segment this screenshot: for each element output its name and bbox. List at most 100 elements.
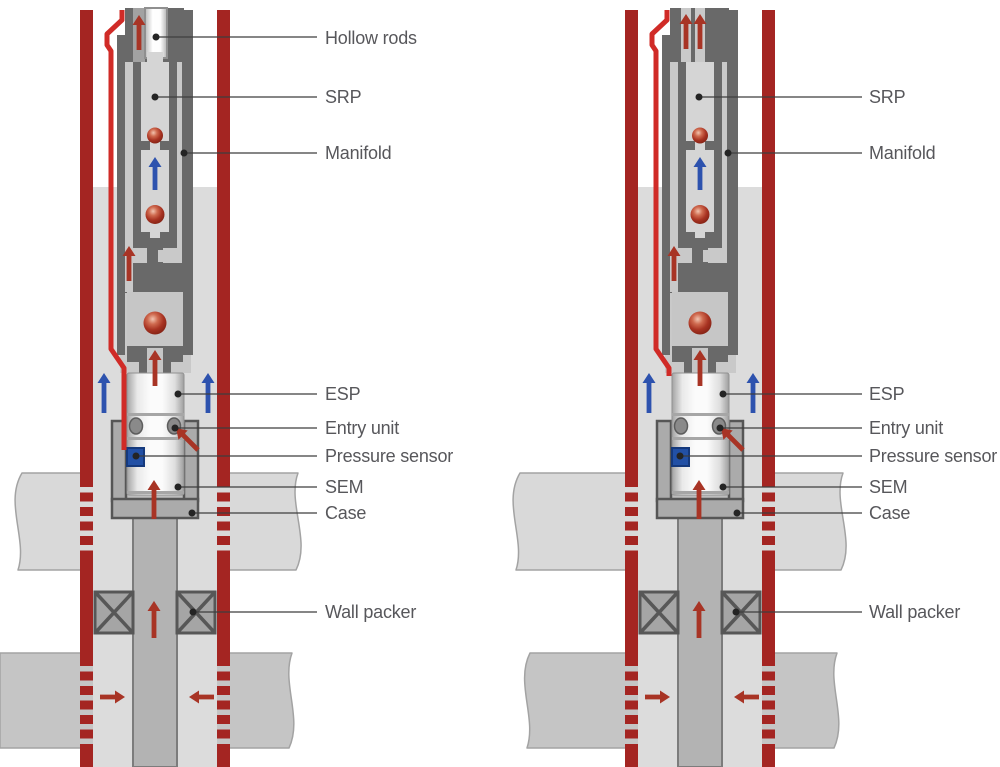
flow-arrow-up	[147, 480, 161, 519]
flow-arrow-up-blue	[642, 373, 656, 413]
flow-arrow-up-blue	[97, 373, 111, 413]
flow-arrow-entry	[176, 428, 200, 452]
leader-dot	[695, 93, 703, 101]
casing-string	[625, 746, 638, 767]
flow-arrow-inflow	[189, 690, 214, 704]
leader-dot	[719, 390, 727, 398]
casing-string	[762, 556, 775, 657]
esp-divider	[672, 413, 729, 416]
leader-dot	[732, 608, 740, 616]
label-manifold: Manifold	[325, 143, 392, 163]
ball-valve	[147, 127, 163, 144]
intake-port	[673, 417, 689, 435]
flow-arrow-up	[692, 601, 706, 638]
flow-arrow-inflow	[100, 690, 125, 704]
label-sem: SEM	[869, 477, 908, 497]
leader-dot	[174, 483, 182, 491]
casing-string	[625, 10, 638, 478]
crossover-channel	[158, 250, 182, 262]
flow-arrow-up-blue	[693, 157, 707, 190]
leader-dot	[171, 424, 179, 432]
casing-string	[625, 556, 638, 657]
flow-arrow-up	[122, 246, 136, 281]
flow-arrow-up	[132, 15, 146, 50]
discharge-wall	[163, 352, 171, 375]
hollow-rod	[144, 7, 168, 59]
flow-arrow-up	[148, 350, 162, 386]
discharge-wall	[139, 352, 147, 375]
label-wall-packer: Wall packer	[869, 602, 961, 622]
esp-divider	[127, 413, 184, 416]
ball-valve	[688, 311, 712, 335]
esp-divider	[127, 437, 184, 440]
flow-arrow-inflow	[645, 690, 670, 704]
casing-string	[762, 10, 775, 478]
leader-dot	[724, 149, 732, 157]
label-pressure-sensor: Pressure sensor	[869, 446, 998, 466]
panel-scheme-dual-channel	[512, 8, 862, 767]
leader-dot	[152, 33, 160, 41]
flow-arrow-up	[679, 14, 693, 49]
flow-arrow-up	[693, 350, 707, 386]
rod-seat	[147, 52, 163, 62]
ball-seat-gap	[150, 141, 160, 150]
casing-string	[80, 746, 93, 767]
flow-arrow-up	[692, 480, 706, 519]
casing-string	[217, 10, 230, 478]
label-srp: SRP	[325, 87, 362, 107]
ball-seat-gap	[695, 141, 705, 150]
leader-dot	[132, 452, 140, 460]
flow-arrow-up	[693, 14, 707, 49]
leader-dot	[180, 149, 188, 157]
label-esp: ESP	[869, 384, 905, 404]
crossover-block	[667, 263, 735, 293]
discharge-wall	[708, 352, 716, 375]
leader-dot	[188, 509, 196, 517]
casing-string	[80, 556, 93, 657]
packer-cross	[93, 590, 135, 635]
srp-barrel-wall	[714, 52, 722, 240]
bypass-channel	[670, 62, 678, 292]
ball-valve	[690, 205, 710, 224]
case-wall	[182, 419, 200, 503]
leader-dot	[676, 452, 684, 460]
flow-arrow-up	[667, 246, 681, 281]
label-case: Case	[869, 503, 911, 523]
label-esp: ESP	[325, 384, 361, 404]
srp-barrel-wall	[678, 52, 686, 240]
esp-divider	[672, 437, 729, 440]
casing-string	[217, 556, 230, 657]
crossover-channel	[703, 250, 727, 262]
label-hollow-rods: Hollow rods	[325, 28, 417, 48]
leader-dot	[716, 424, 724, 432]
casing-string	[80, 10, 93, 478]
crossover-channel	[177, 55, 182, 262]
manifold-wall	[182, 35, 193, 355]
manifold-wall	[727, 35, 738, 355]
casing-string	[217, 746, 230, 767]
case-wall	[655, 419, 673, 503]
srp-barrel-wall	[133, 52, 141, 240]
leader-dot	[189, 608, 197, 616]
case-wall	[727, 419, 745, 503]
label-entry-unit: Entry unit	[325, 418, 400, 438]
panel-scheme-with-hollow-rods	[0, 7, 317, 767]
capillary-line	[104, 10, 127, 450]
flow-arrow-up	[147, 601, 161, 638]
ball-seat-gap	[150, 230, 160, 238]
srp-barrel-wall	[169, 52, 177, 240]
ball-valve	[692, 127, 708, 144]
label-manifold: Manifold	[869, 143, 936, 163]
bypass-channel	[125, 62, 133, 292]
crossover-block	[122, 263, 190, 293]
label-wall-packer: Wall packer	[325, 602, 417, 622]
leader-dot	[719, 483, 727, 491]
label-case: Case	[325, 503, 367, 523]
flow-arrow-entry	[721, 428, 745, 452]
leader-dot	[151, 93, 159, 101]
manifold-wall	[662, 35, 670, 355]
flow-arrow-inflow	[734, 690, 759, 704]
leader-dot	[733, 509, 741, 517]
